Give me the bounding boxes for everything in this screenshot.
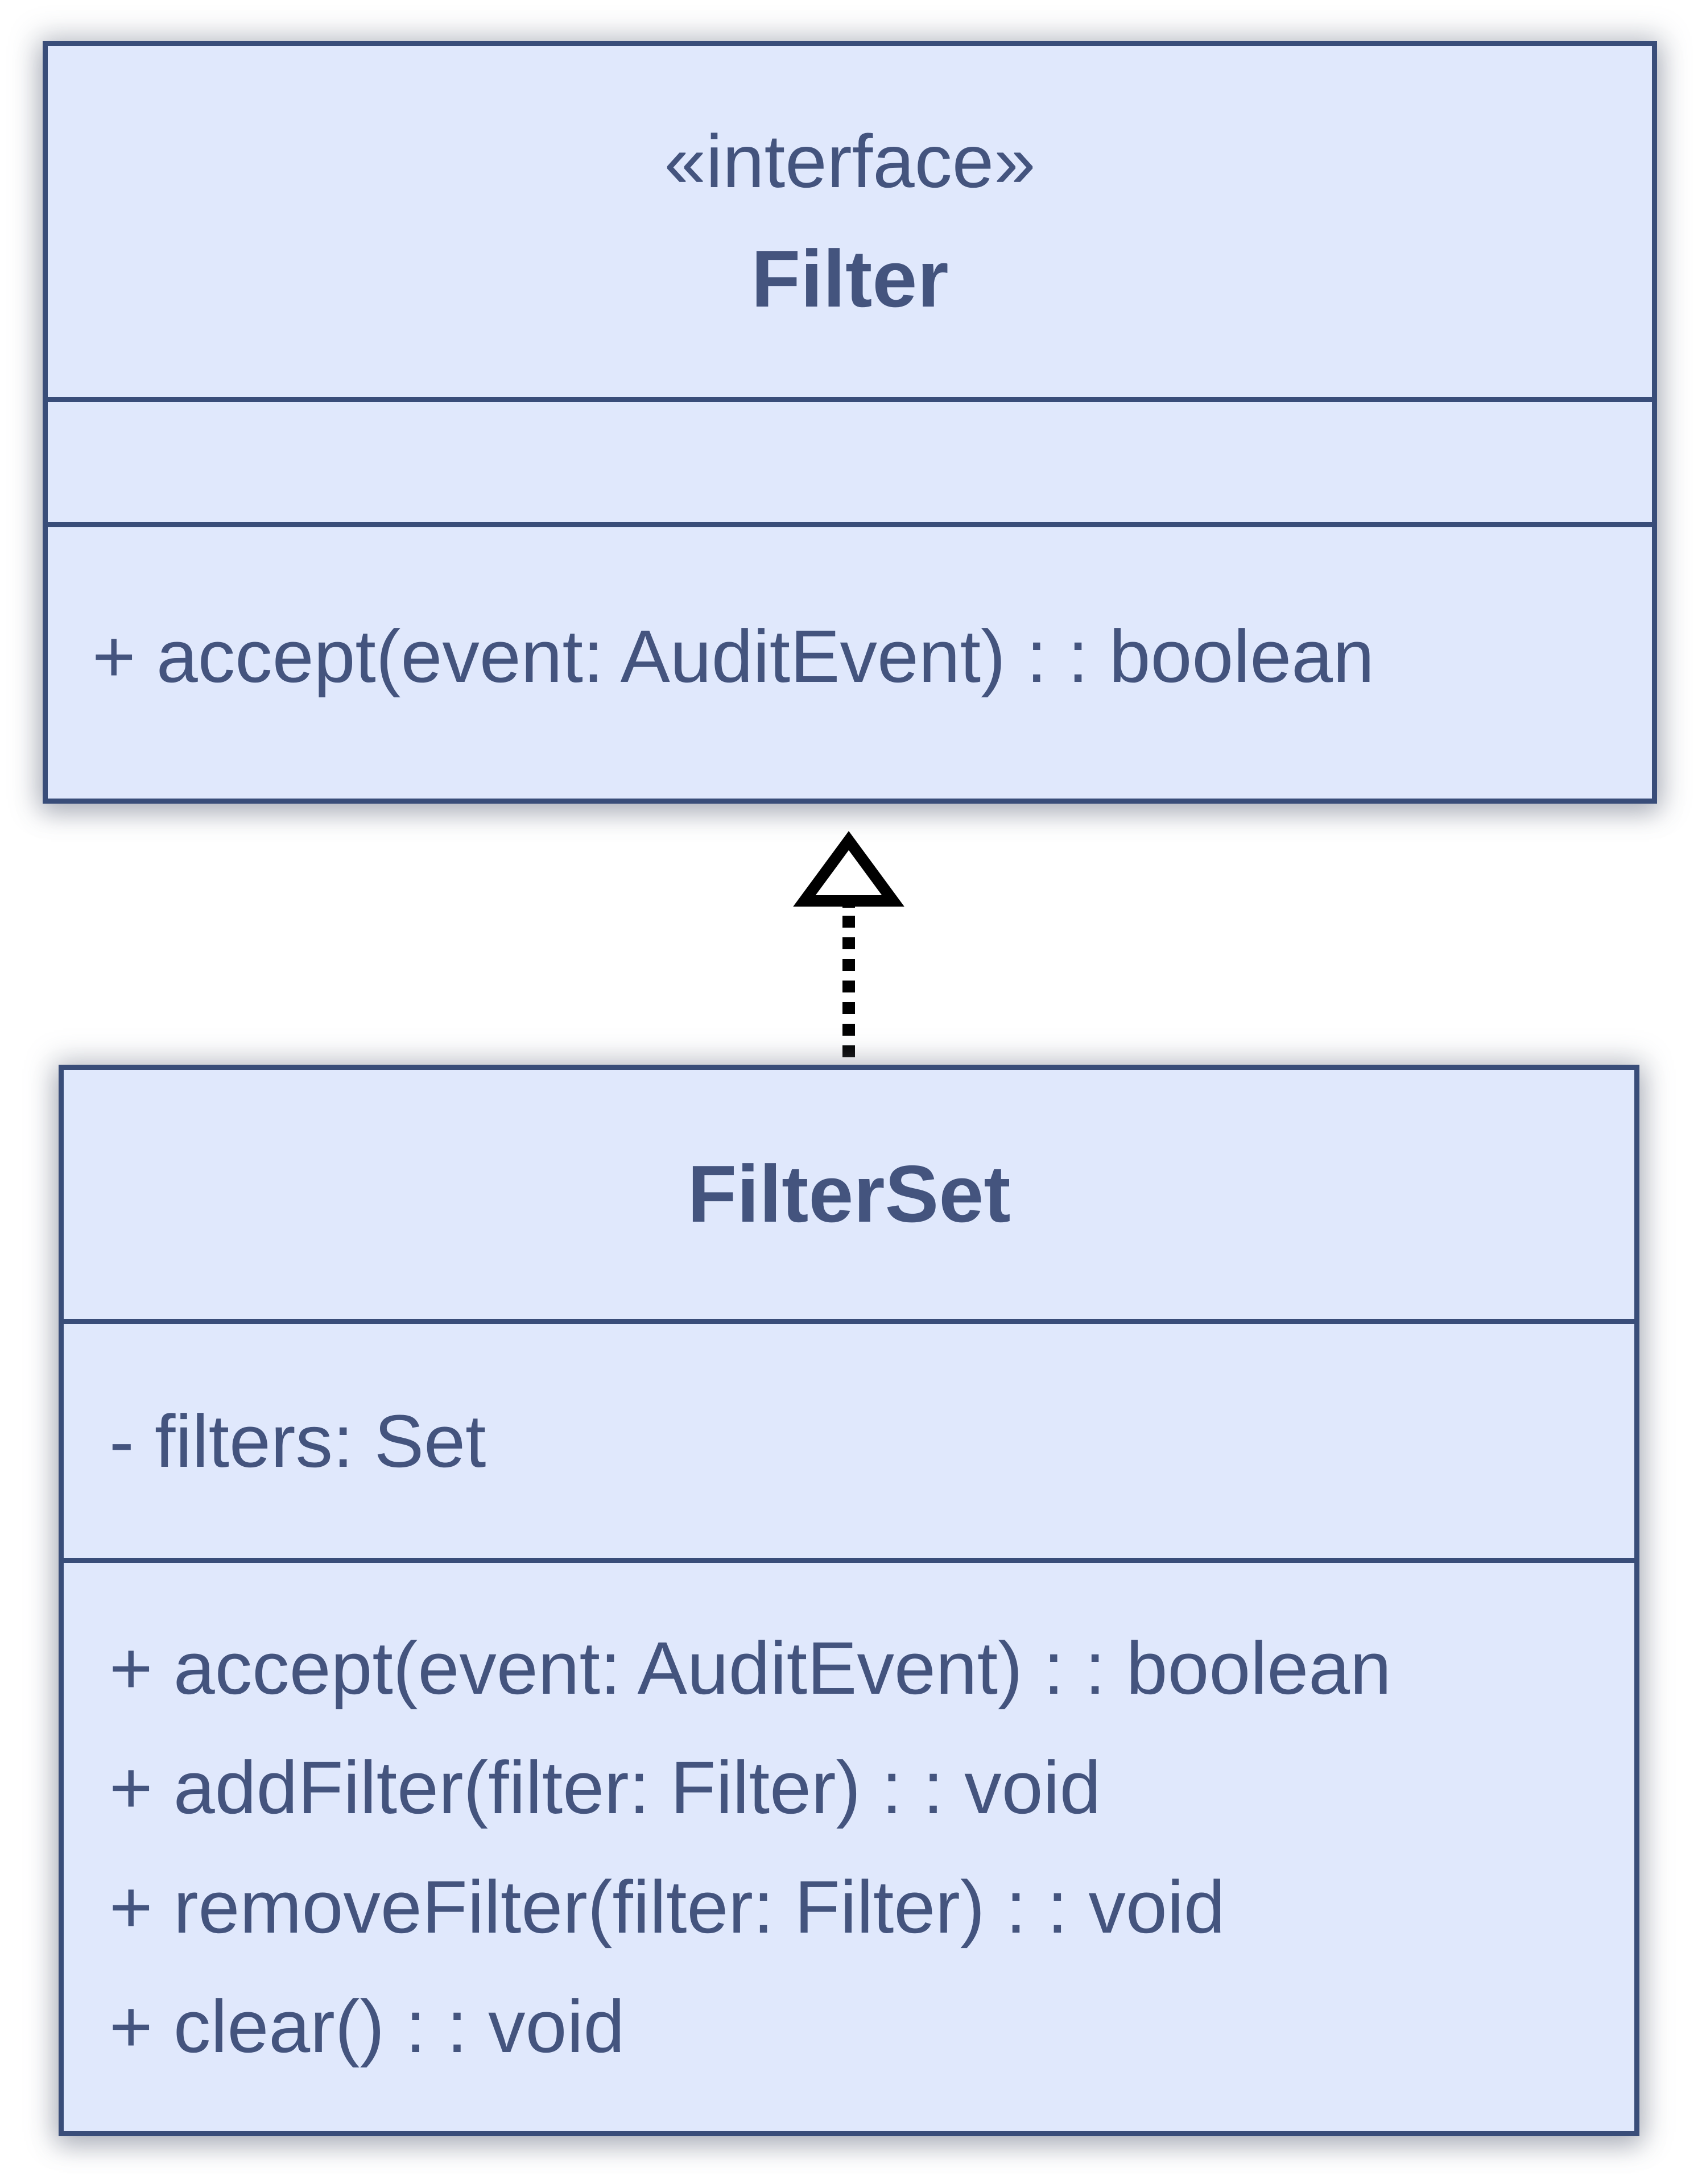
attributes-compartment-filterset: - filters: Set: [64, 1319, 1634, 1558]
methods-compartment-filter: + accept(event: AuditEvent) : : boolean: [48, 522, 1652, 799]
realization-arrow-icon: [793, 831, 904, 1065]
attribute-item: - filters: Set: [109, 1399, 486, 1483]
method-item: + accept(event: AuditEvent) : : boolean: [92, 614, 1374, 698]
class-name-filter: Filter: [751, 233, 949, 324]
method-item: + removeFilter(filter: Filter) : : void: [109, 1864, 1225, 1949]
method-item: + addFilter(filter: Filter) : : void: [109, 1745, 1101, 1829]
method-item: + accept(event: AuditEvent) : : boolean: [109, 1625, 1391, 1710]
class-name-filterset: FilterSet: [687, 1149, 1011, 1239]
stereotype-label: «interface»: [664, 119, 1036, 203]
arrow-line-stub: [842, 901, 855, 908]
method-item: + clear() : : void: [109, 1984, 625, 2068]
hollow-triangle-arrowhead: [793, 831, 904, 907]
class-box-filter: «interface» Filter + accept(event: Audit…: [43, 41, 1657, 804]
class-box-filterset: FilterSet - filters: Set + accept(event:…: [59, 1065, 1639, 2136]
attributes-compartment-filter: [48, 397, 1652, 522]
class-header-filter: «interface» Filter: [48, 46, 1652, 397]
methods-compartment-filterset: + accept(event: AuditEvent) : : boolean +…: [64, 1558, 1634, 2131]
class-header-filterset: FilterSet: [64, 1070, 1634, 1319]
